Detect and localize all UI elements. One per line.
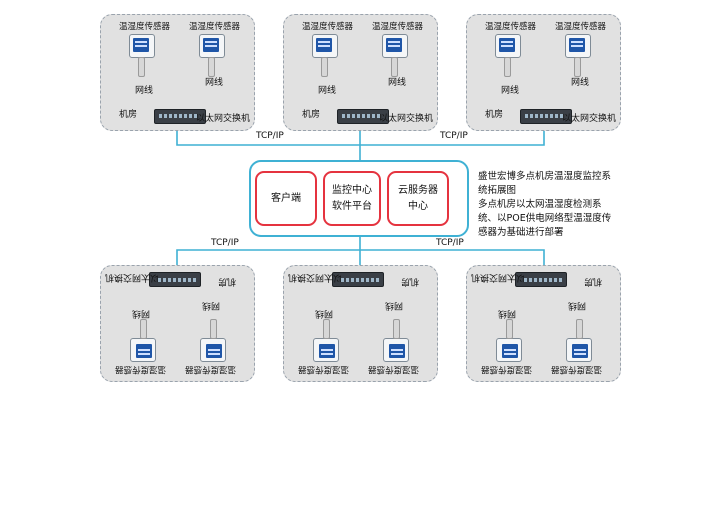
sensor-probe-icon <box>321 57 328 77</box>
sensor-device-icon <box>566 338 592 362</box>
room-top-2: 温湿度传感器 温湿度传感器 网线 网线 机房 以太网交换机 <box>283 14 438 131</box>
room-label: 机房 <box>119 110 138 120</box>
sensor-label: 温湿度传感器 <box>302 22 354 32</box>
switch-label: 以太网交换机 <box>379 114 434 124</box>
sensor-probe-icon <box>506 319 513 339</box>
cable-label: 网线 <box>501 86 520 96</box>
room-label: 机房 <box>217 276 236 286</box>
sensor-label: 温湿度传感器 <box>189 22 241 32</box>
monitor-center-label: 监控中心软件平台 <box>332 184 372 212</box>
cable-label: 网线 <box>567 300 586 310</box>
room-bottom-2: 温湿度传感器 温湿度传感器 网线 网线 机房 以太网交换机 <box>283 265 438 382</box>
sensor-device-icon <box>496 338 522 362</box>
cable-label: 网线 <box>201 300 220 310</box>
room-label: 机房 <box>302 110 321 120</box>
room-label: 机房 <box>485 110 504 120</box>
tcp-label-top-right: TCP/IP <box>440 131 468 141</box>
cable-label: 网线 <box>135 86 154 96</box>
cloud-server-box: 云服务器中心 <box>387 171 449 226</box>
sensor-probe-icon <box>138 57 145 77</box>
room-top-1: 温湿度传感器 温湿度传感器 网线 网线 机房 以太网交换机 <box>100 14 255 131</box>
central-platform: 客户端 监控中心软件平台 云服务器中心 <box>249 160 469 237</box>
sensor-device-icon <box>495 34 521 58</box>
sensor-device-icon <box>382 34 408 58</box>
tcp-label-top-left: TCP/IP <box>256 131 284 141</box>
sensor-probe-icon <box>140 319 147 339</box>
room-top-3: 温湿度传感器 温湿度传感器 网线 网线 机房 以太网交换机 <box>466 14 621 131</box>
room-bottom-1: 温湿度传感器 温湿度传感器 网线 网线 机房 以太网交换机 <box>100 265 255 382</box>
sensor-device-icon <box>313 338 339 362</box>
room-bottom-3: 温湿度传感器 温湿度传感器 网线 网线 机房 以太网交换机 <box>466 265 621 382</box>
ethernet-switch-icon <box>337 109 389 124</box>
sensor-probe-icon <box>323 319 330 339</box>
sensor-label: 温湿度传感器 <box>550 364 602 374</box>
cable-label: 网线 <box>388 78 407 88</box>
cable-label: 网线 <box>384 300 403 310</box>
sensor-label: 温湿度传感器 <box>372 22 424 32</box>
sensor-label: 温湿度传感器 <box>555 22 607 32</box>
room-label: 机房 <box>400 276 419 286</box>
sensor-device-icon <box>565 34 591 58</box>
client-box: 客户端 <box>255 171 317 226</box>
sensor-label: 温湿度传感器 <box>485 22 537 32</box>
cable-label: 网线 <box>205 78 224 88</box>
ethernet-switch-icon <box>154 109 206 124</box>
sensor-device-icon <box>312 34 338 58</box>
sensor-device-icon <box>199 34 225 58</box>
sensor-probe-icon <box>576 319 583 339</box>
switch-label: 以太网交换机 <box>196 114 251 124</box>
sensor-device-icon <box>200 338 226 362</box>
sensor-probe-icon <box>210 319 217 339</box>
ethernet-switch-icon <box>520 109 572 124</box>
sensor-label: 温湿度传感器 <box>119 22 171 32</box>
sensor-probe-icon <box>208 57 215 77</box>
sensor-probe-icon <box>574 57 581 77</box>
switch-label: 以太网交换机 <box>287 272 342 282</box>
sensor-label: 温湿度传感器 <box>367 364 419 374</box>
cloud-server-label: 云服务器中心 <box>398 184 438 212</box>
cable-label: 网线 <box>497 308 516 318</box>
sensor-probe-icon <box>391 57 398 77</box>
monitor-center-box: 监控中心软件平台 <box>323 171 381 226</box>
switch-label: 以太网交换机 <box>562 114 617 124</box>
sensor-label: 温湿度传感器 <box>114 364 166 374</box>
switch-label: 以太网交换机 <box>470 272 525 282</box>
tcp-label-bottom-left: TCP/IP <box>211 238 239 248</box>
cable-label: 网线 <box>131 308 150 318</box>
sensor-device-icon <box>130 338 156 362</box>
sensor-probe-icon <box>393 319 400 339</box>
sensor-device-icon <box>383 338 409 362</box>
sensor-probe-icon <box>504 57 511 77</box>
cable-label: 网线 <box>571 78 590 88</box>
sensor-label: 温湿度传感器 <box>297 364 349 374</box>
tcp-label-bottom-right: TCP/IP <box>436 238 464 248</box>
sensor-device-icon <box>129 34 155 58</box>
cable-label: 网线 <box>318 86 337 96</box>
sensor-label: 温湿度传感器 <box>480 364 532 374</box>
system-description: 盛世宏博多点机房温湿度监控系统拓展图 多点机房以太网温湿度检测系统、以POE供电… <box>478 171 612 238</box>
switch-label: 以太网交换机 <box>104 272 159 282</box>
sensor-label: 温湿度传感器 <box>184 364 236 374</box>
cable-label: 网线 <box>314 308 333 318</box>
room-label: 机房 <box>583 276 602 286</box>
